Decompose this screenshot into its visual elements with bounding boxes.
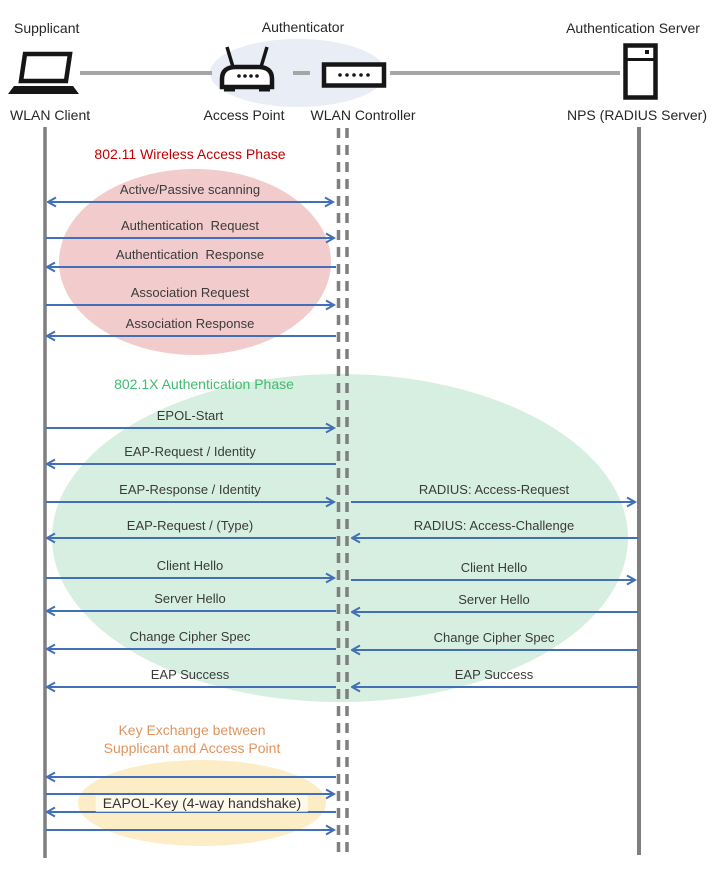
device-label-wlan-client: WLAN Client <box>10 107 91 123</box>
message-label: Authentication Response <box>115 247 265 262</box>
role-label-supplicant: Supplicant <box>14 20 80 36</box>
phase3-title-line2: Supplicant and Access Point <box>103 740 281 756</box>
message-label: Change Cipher Spec <box>129 629 251 644</box>
message-label: EAP-Response / Identity <box>119 482 261 497</box>
message-label: Association Response <box>125 316 255 331</box>
phase3-title-line1: Key Exchange between <box>118 722 266 738</box>
message-label-eapol-key: EAPOL-Key (4-way handshake) <box>95 795 309 812</box>
message-label: EAP Success <box>454 667 534 682</box>
message-label: EAP-Request / Identity <box>124 444 256 459</box>
phase2-title: 802.1X Authentication Phase <box>114 376 294 392</box>
lifelines <box>43 127 641 858</box>
role-label-authenticator: Authenticator <box>261 19 345 35</box>
device-label-access-point: Access Point <box>203 107 285 123</box>
message-label: Authentication Request <box>120 218 260 233</box>
message-label: RADIUS: Access-Challenge <box>413 518 575 533</box>
phase1-ellipse <box>59 169 331 355</box>
laptop-icon <box>8 51 79 94</box>
phase1-title: 802.11 Wireless Access Phase <box>94 146 286 162</box>
message-label: Client Hello <box>460 560 528 575</box>
device-label-wlan-controller: WLAN Controller <box>310 107 416 123</box>
device-label-nps: NPS (RADIUS Server) <box>566 107 708 123</box>
wlan-controller-icon <box>321 62 387 88</box>
message-label: EAP Success <box>150 667 230 682</box>
role-label-authentication-server: Authentication Server <box>566 20 700 36</box>
message-label: Client Hello <box>156 558 224 573</box>
server-icon <box>623 43 658 100</box>
message-label: Server Hello <box>154 591 226 606</box>
message-label: Association Request <box>130 285 250 300</box>
message-label: EAP-Request / (Type) <box>126 518 254 533</box>
message-arrows-ap-server <box>351 496 638 687</box>
message-label: Active/Passive scanning <box>119 182 261 197</box>
message-label: Change Cipher Spec <box>433 630 555 645</box>
access-point-icon <box>219 46 275 92</box>
message-label: EPOL-Start <box>156 408 224 423</box>
message-label: RADIUS: Access-Request <box>418 482 570 497</box>
message-label: Server Hello <box>458 592 530 607</box>
message-arrows-client-ap <box>46 202 337 836</box>
